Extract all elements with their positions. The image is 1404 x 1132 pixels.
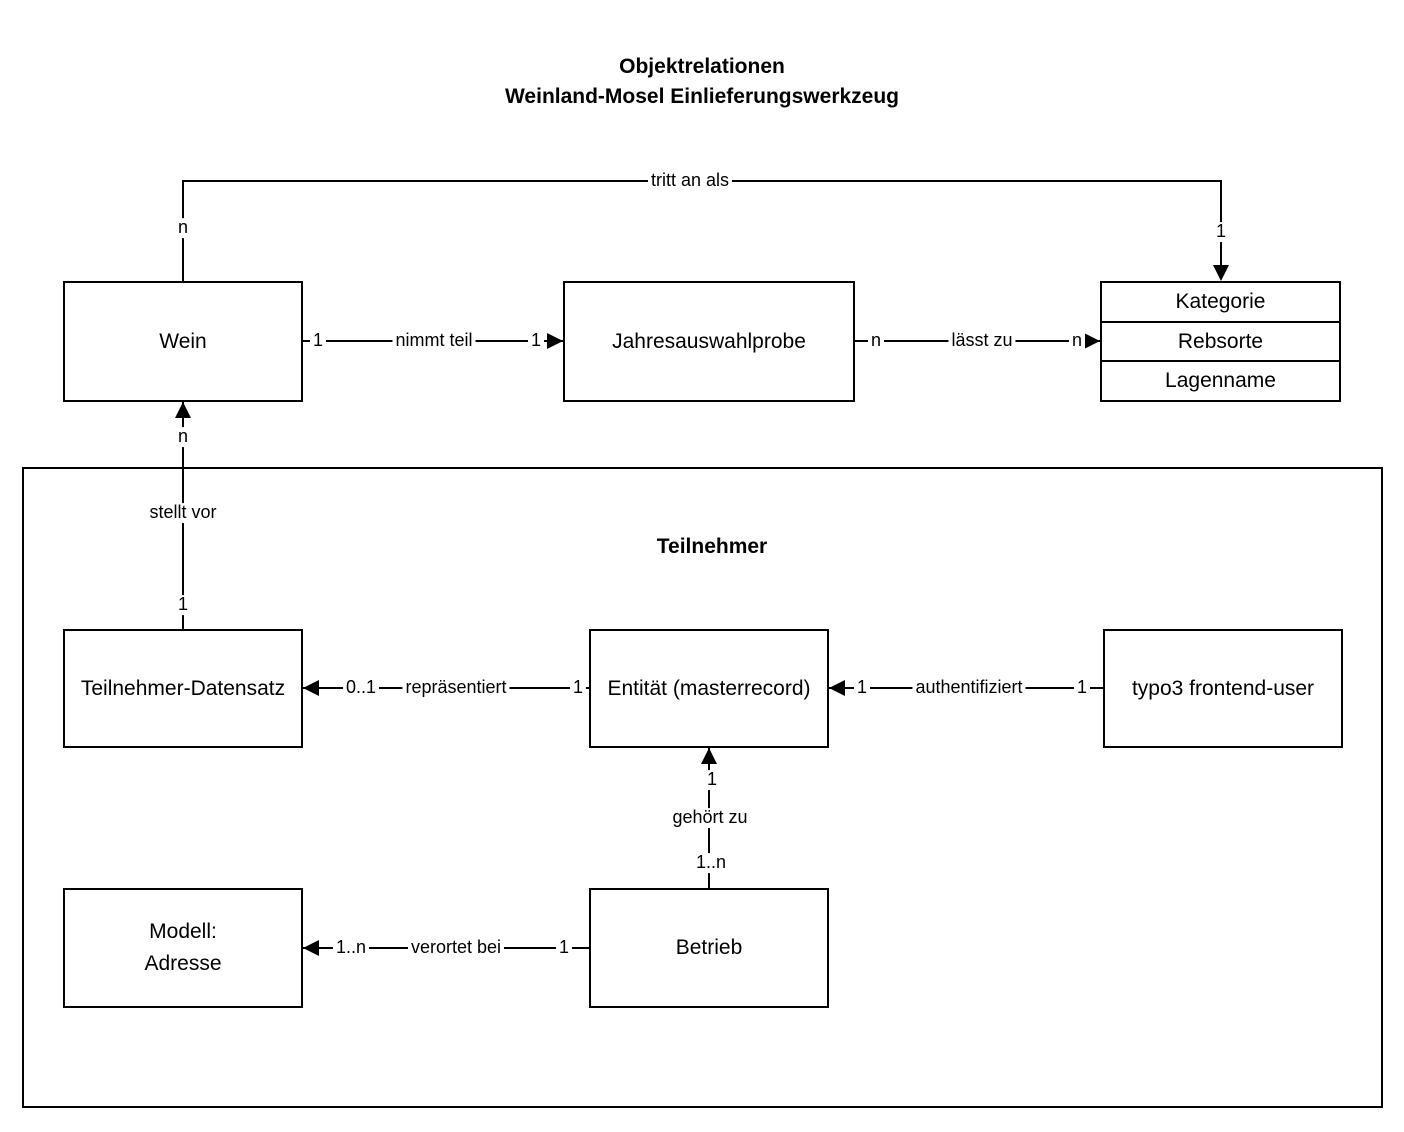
relation-gehoert-zu-label: gehört zu — [669, 807, 751, 828]
node-modell-adresse-label: Modell: Adresse — [144, 916, 221, 980]
cardinality-gehoert-zu-entitaet: 1 — [703, 769, 721, 790]
diagram-title: Objektrelationen Weinland-Mosel Einliefe… — [0, 52, 1404, 112]
node-modell-adresse-line-2: Adresse — [144, 952, 222, 975]
relation-nimmt-teil-label: nimmt teil — [392, 330, 476, 351]
cardinality-verortet-bei-betrieb: 1 — [555, 937, 573, 958]
cardinality-nimmt-teil-jahresauswahlprobe: 1 — [527, 330, 545, 351]
relation-tritt-an-als-label: tritt an als — [647, 170, 733, 191]
node-entitaet-masterrecord: Entität (masterrecord) — [589, 629, 829, 748]
relation-laesst-zu-label: lässt zu — [948, 330, 1016, 351]
node-teilnehmer-datensatz-label: Teilnehmer-Datensatz — [80, 676, 286, 700]
node-betrieb-label: Betrieb — [675, 936, 743, 959]
node-entitaet-masterrecord-label: Entität (masterrecord) — [607, 676, 811, 700]
arrowhead-right-icon — [1084, 333, 1100, 349]
node-wein: Wein — [63, 281, 303, 402]
group-teilnehmer-label: Teilnehmer — [656, 535, 768, 558]
arrowhead-up-icon — [175, 402, 191, 418]
arrowhead-up-icon — [701, 748, 717, 764]
stack-row-rebsorte: Rebsorte — [1102, 320, 1339, 361]
node-modell-adresse: Modell: Adresse — [63, 888, 303, 1008]
cardinality-repraesentiert-teilnehmer-datensatz: 0..1 — [342, 677, 380, 698]
cardinality-authentifiziert-typo3: 1 — [1073, 677, 1091, 698]
node-jahresauswahlprobe: Jahresauswahlprobe — [563, 281, 855, 402]
cardinality-gehoert-zu-betrieb: 1..n — [692, 852, 730, 873]
arrowhead-down-icon — [1213, 265, 1229, 281]
group-teilnehmer — [22, 467, 1383, 1108]
stack-row-kategorie: Kategorie — [1175, 289, 1266, 313]
relation-verortet-bei-label: verortet bei — [407, 937, 505, 958]
cardinality-tritt-an-als-wein: n — [174, 217, 192, 238]
cardinality-stellt-vor-wein: n — [174, 426, 192, 447]
arrowhead-right-icon — [547, 333, 563, 349]
node-modell-adresse-line-1: Modell: — [149, 920, 217, 943]
cardinality-nimmt-teil-wein: 1 — [309, 330, 327, 351]
node-teilnehmer-datensatz: Teilnehmer-Datensatz — [63, 629, 303, 748]
stack-row-lagenname: Lagenname — [1102, 360, 1339, 400]
node-wein-label: Wein — [159, 329, 207, 353]
cardinality-verortet-bei-modell: 1..n — [332, 937, 370, 958]
relation-authentifiziert-label: authentifiziert — [912, 677, 1026, 698]
node-betrieb: Betrieb — [589, 888, 829, 1008]
cardinality-tritt-an-als-kategorie: 1 — [1212, 221, 1230, 242]
relation-stellt-vor-label: stellt vor — [146, 502, 220, 523]
node-typo3-frontend-user-label: typo3 frontend-user — [1131, 676, 1315, 700]
cardinality-stellt-vor-teilnehmer-datensatz: 1 — [174, 594, 192, 615]
arrowhead-left-icon — [303, 940, 319, 956]
arrowhead-left-icon — [829, 680, 845, 696]
cardinality-authentifiziert-entitaet: 1 — [853, 677, 871, 698]
node-jahresauswahlprobe-label: Jahresauswahlprobe — [612, 329, 806, 353]
cardinality-repraesentiert-entitaet: 1 — [569, 677, 587, 698]
cardinality-laesst-zu-kategorie: n — [1068, 330, 1086, 351]
title-line-2: Weinland-Mosel Einlieferungswerkzeug — [504, 85, 900, 108]
relation-repraesentiert-label: repräsentiert — [402, 677, 510, 698]
arrowhead-left-icon — [303, 680, 319, 696]
node-kategorie-stack: Kategorie Rebsorte Lagenname — [1100, 281, 1341, 402]
title-line-1: Objektrelationen — [619, 55, 785, 78]
node-typo3-frontend-user: typo3 frontend-user — [1103, 629, 1343, 748]
cardinality-laesst-zu-jahresauswahlprobe: n — [867, 330, 885, 351]
